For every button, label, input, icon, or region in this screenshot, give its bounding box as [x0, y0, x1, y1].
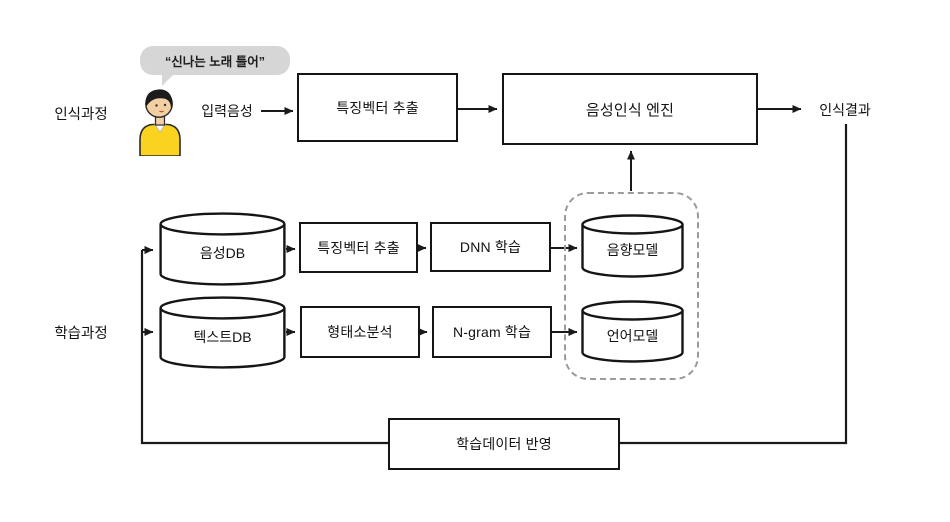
node-ngram-training: N-gram 학습 — [432, 306, 552, 358]
cylinder-top — [581, 214, 684, 235]
person-shirt — [139, 123, 181, 157]
label-recognition-result: 인식결과 — [819, 102, 871, 118]
node-dnn-training: DNN 학습 — [430, 222, 551, 272]
cylinder-body — [159, 308, 286, 369]
models-group-frame — [564, 192, 699, 380]
node-language-model-label: 언어모델 — [606, 327, 659, 344]
node-morphological-analysis: 형태소분석 — [300, 306, 420, 358]
label-learning-process: 학습과정 — [54, 326, 108, 342]
label-recognition-process: 인식과정 — [54, 107, 108, 123]
person-icon — [130, 82, 192, 157]
cylinder-body — [581, 310, 684, 363]
cylinder-top — [159, 296, 286, 320]
node-voice-db-label: 음성DB — [199, 245, 246, 261]
speech-bubble: “신나는 노래 틀어” — [140, 46, 290, 86]
cylinder-top — [581, 300, 684, 321]
speech-bubble-text: “신나는 노래 틀어” — [165, 55, 265, 69]
node-acoustic-model-label: 음향모델 — [606, 242, 659, 258]
node-feature-extraction-learn: 특징벡터 추출 — [299, 222, 418, 273]
node-voice-db: 음성DB — [159, 212, 286, 286]
node-text-db-label: 텍스트DB — [193, 328, 252, 345]
node-language-model: 언어모델 — [581, 300, 684, 363]
person-eye-left — [155, 104, 158, 107]
node-acoustic-model: 음향모델 — [581, 214, 684, 278]
node-speech-recognition-engine: 음성인식 엔진 — [502, 73, 758, 145]
person-mouth — [159, 110, 164, 113]
cylinder-body — [581, 224, 684, 278]
label-input-voice: 입력음성 — [201, 103, 253, 119]
node-apply-training-data: 학습데이터 반영 — [388, 418, 620, 470]
person-hair — [145, 89, 173, 109]
person-eye-right — [163, 103, 167, 107]
cylinder-top — [159, 212, 286, 236]
cylinder-body — [159, 224, 286, 286]
node-feature-extraction-top: 특징벡터 추출 — [297, 73, 458, 142]
node-text-db: 텍스트DB — [159, 296, 286, 369]
